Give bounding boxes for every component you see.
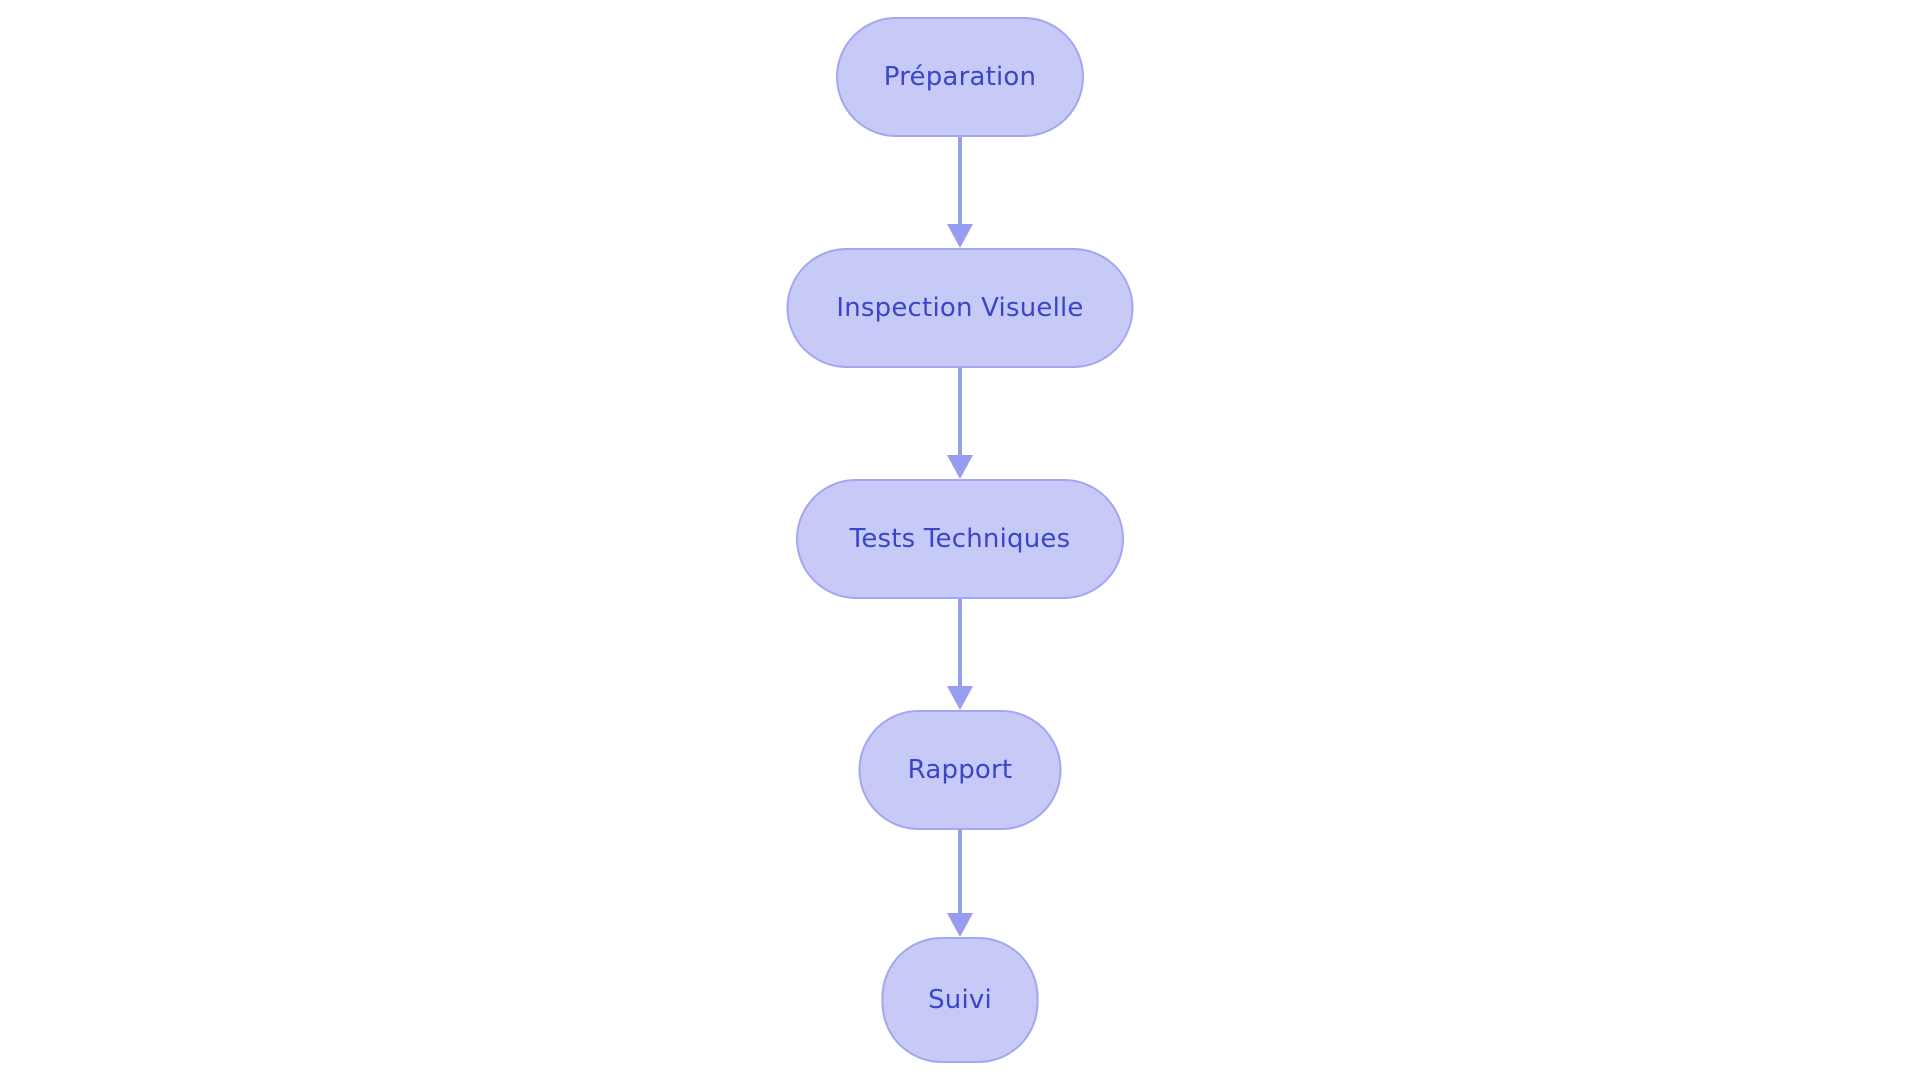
arrow-line (958, 368, 962, 455)
flow-node-label: Inspection Visuelle (836, 293, 1084, 323)
flow-node-tests-techniques: Tests Techniques (796, 479, 1124, 599)
flow-node-preparation: Préparation (836, 17, 1084, 137)
arrow-line (958, 137, 962, 224)
flow-node-rapport: Rapport (858, 710, 1062, 830)
arrowhead-down-icon (947, 686, 973, 710)
flow-node-inspection-visuelle: Inspection Visuelle (786, 248, 1134, 368)
flow-node-label: Préparation (883, 62, 1037, 92)
arrow-line (958, 830, 962, 913)
edge-inspection-to-tests (947, 368, 973, 479)
flow-node-label: Suivi (928, 985, 992, 1015)
edge-preparation-to-inspection (947, 137, 973, 248)
flow-node-label: Tests Techniques (849, 524, 1071, 554)
arrowhead-down-icon (947, 913, 973, 937)
flow-node-label: Rapport (907, 755, 1013, 785)
arrow-line (958, 599, 962, 686)
edge-tests-to-rapport (947, 599, 973, 710)
edge-rapport-to-suivi (947, 830, 973, 937)
arrowhead-down-icon (947, 455, 973, 479)
flow-node-suivi: Suivi (881, 937, 1039, 1063)
arrowhead-down-icon (947, 224, 973, 248)
